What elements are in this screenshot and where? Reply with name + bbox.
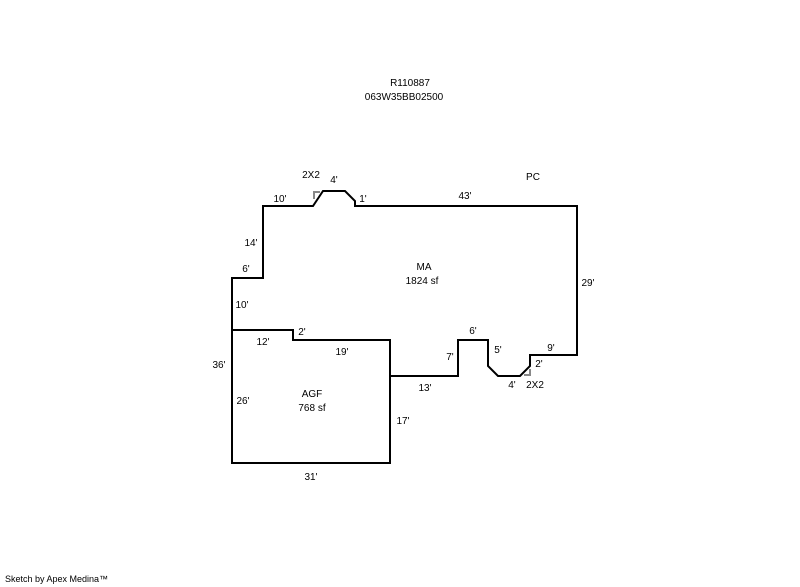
dim-label: 7' [446, 352, 454, 363]
bay-marker-top [313, 191, 320, 199]
dim-label: 4' [330, 175, 338, 186]
area-code-ma: MA [417, 262, 432, 273]
dim-label: 17' [396, 416, 409, 427]
dim-label: 43' [458, 191, 471, 202]
main-area-outline [231, 190, 578, 377]
pc-label: PC [526, 172, 540, 183]
agf-area-outline [231, 329, 391, 464]
dim-label: 14' [244, 238, 257, 249]
dim-label: 6' [469, 326, 477, 337]
dim-label: 10' [235, 300, 248, 311]
sketch-credit: Sketch by Apex Medina™ [5, 574, 109, 584]
dim-label: 26' [236, 396, 249, 407]
parcel-id: R110887 [390, 78, 430, 89]
dim-label: 5' [494, 345, 502, 356]
dim-label: 36' [212, 360, 225, 371]
dim-label: 1' [359, 194, 367, 205]
dim-label: 29' [581, 278, 594, 289]
dim-label: 31' [304, 472, 317, 483]
area-code-agf: AGF [302, 389, 323, 400]
map-number: 063W35BB02500 [365, 92, 444, 103]
area-size-ma: 1824 sf [406, 276, 439, 287]
area-size-agf: 768 sf [298, 403, 325, 414]
dim-label: 9' [547, 343, 555, 354]
dim-label: 19' [335, 347, 348, 358]
dim-label: 10' [273, 194, 286, 205]
bay-label-bottom: 2X2 [526, 380, 544, 391]
dim-label: 2' [298, 327, 306, 338]
bay-marker-bottom [524, 369, 531, 376]
dim-label: 13' [418, 383, 431, 394]
dim-label: 4' [508, 380, 516, 391]
dim-label: 12' [256, 337, 269, 348]
dim-label: 2' [535, 359, 543, 370]
bay-label-top: 2X2 [302, 170, 320, 181]
dim-label: 6' [242, 264, 250, 275]
